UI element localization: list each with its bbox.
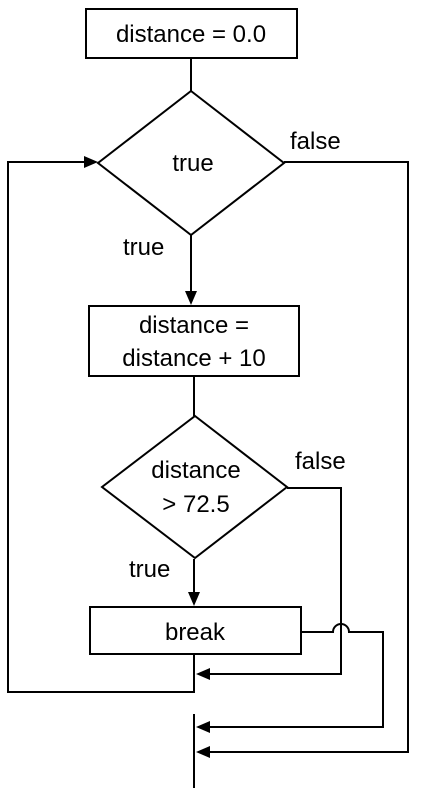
update-label-line2: distance + 10 (122, 345, 265, 372)
break-node: break (89, 606, 302, 655)
update-node: distance = distance + 10 (88, 305, 300, 377)
arrowhead-break (188, 592, 200, 606)
check-diamond (100, 414, 289, 560)
update-label-line1: distance = (139, 312, 249, 339)
edge-check-false (209, 487, 342, 675)
arrowhead-update (185, 291, 197, 305)
break-label: break (165, 619, 226, 646)
edge-loop-false-exit (209, 161, 409, 753)
init-label: distance = 0.0 (116, 21, 266, 48)
arrowhead-loop-entry (84, 156, 98, 168)
loop-condition-diamond (96, 89, 286, 237)
arrowhead-loop-false-exit (196, 746, 210, 758)
check-label-line2: > 72.5 (162, 491, 229, 518)
check-node: distance > 72.5 (100, 414, 289, 560)
arrowheads (84, 156, 210, 758)
update-box (88, 305, 300, 377)
edge-break-exit (209, 623, 384, 728)
loop-false-label: false (290, 128, 341, 155)
loop-condition-label: true (172, 150, 213, 177)
check-label-line1: distance (151, 457, 240, 484)
arrowhead-check-false (196, 668, 210, 680)
break-box (89, 606, 302, 655)
check-true-label: true (129, 556, 170, 583)
init-box (85, 8, 298, 59)
init-node: distance = 0.0 (85, 8, 298, 59)
loop-condition-node: true (96, 89, 286, 237)
arrowhead-break-exit (196, 721, 210, 733)
connectors (7, 58, 409, 788)
edge-labels: false true false true (123, 128, 346, 583)
loop-true-label: true (123, 234, 164, 261)
check-false-label: false (295, 448, 346, 475)
edge-loop-back (7, 161, 195, 693)
